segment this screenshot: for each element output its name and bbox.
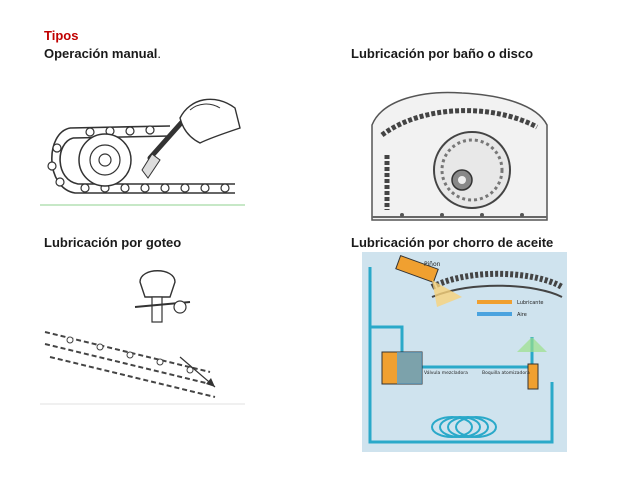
bath-lubrication-figure bbox=[362, 85, 552, 225]
nozzle bbox=[527, 363, 539, 390]
manual-lubrication-figure bbox=[40, 88, 245, 208]
pinion-label: Piñon bbox=[424, 261, 441, 268]
section-title: Tipos bbox=[44, 28, 79, 43]
valve-label: Válvula mezcladora bbox=[424, 369, 468, 376]
label-jet: Lubricación por chorro de aceite bbox=[351, 235, 554, 250]
drip-lubrication-figure bbox=[40, 262, 245, 407]
lubricant-legend: Lubricante bbox=[517, 300, 544, 306]
label-manual: Operación manual. bbox=[44, 46, 161, 61]
nozzle-label: Boquilla atomizadora bbox=[482, 370, 530, 376]
label-manual-text: Operación manual bbox=[44, 46, 158, 61]
jet-lubrication-diagram: Piñon Lubricante Aire Válvula mezcladora… bbox=[362, 252, 567, 452]
label-drip: Lubricación por goteo bbox=[44, 235, 182, 250]
label-bath: Lubricación por baño o disco bbox=[351, 46, 534, 61]
label-manual-period: . bbox=[157, 46, 162, 61]
air-legend: Aire bbox=[517, 312, 527, 318]
